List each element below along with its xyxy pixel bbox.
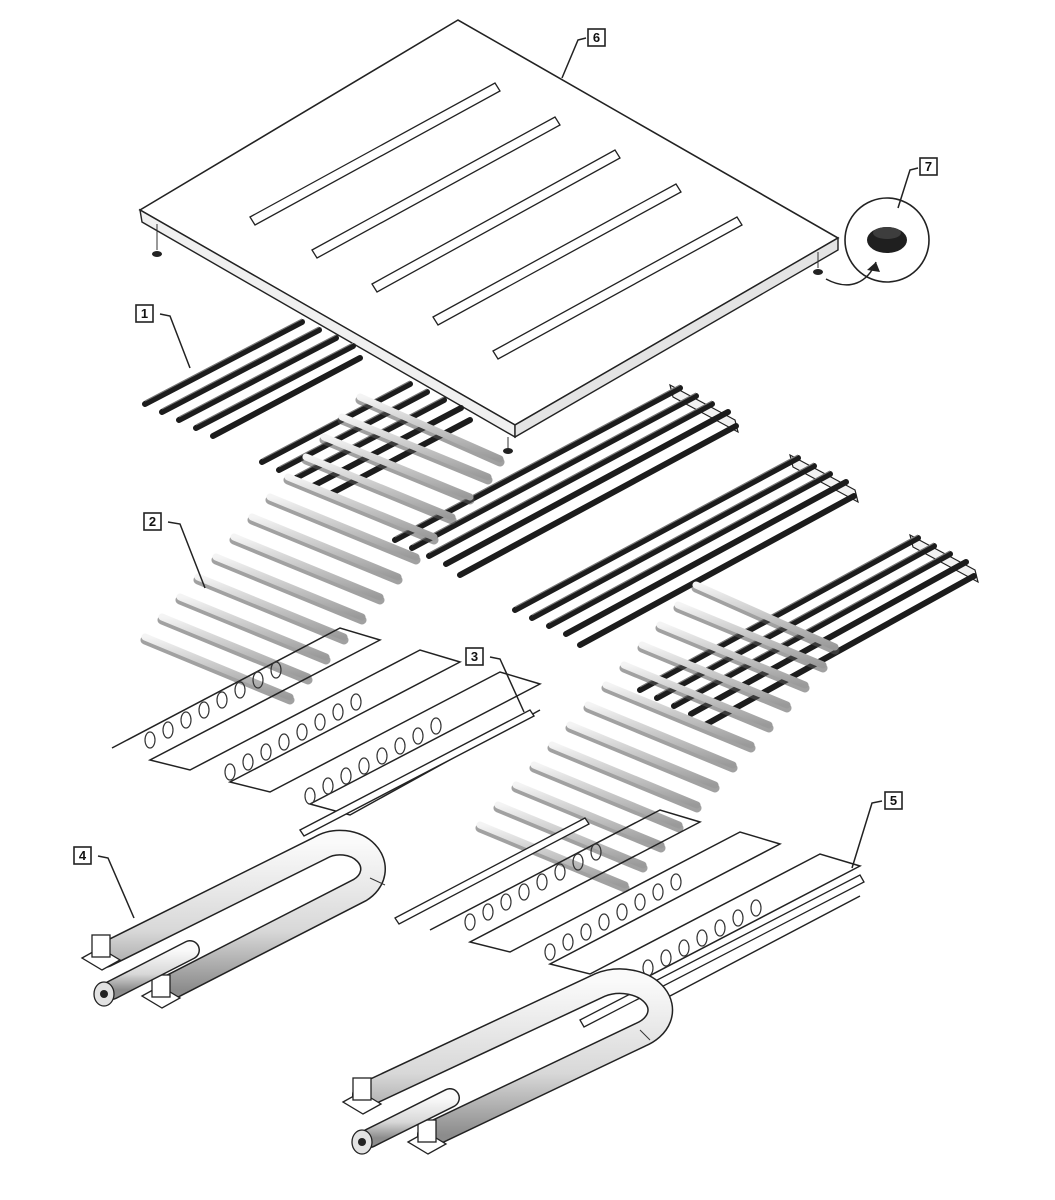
leader-6 bbox=[561, 37, 587, 79]
svg-text:2: 2 bbox=[149, 514, 156, 529]
leader-7 bbox=[897, 167, 919, 209]
svg-text:6: 6 bbox=[593, 30, 600, 45]
callout-1: 1 bbox=[135, 304, 154, 323]
flavor-rods-right bbox=[475, 581, 840, 893]
side-rail bbox=[298, 709, 536, 837]
svg-text:5: 5 bbox=[890, 793, 897, 808]
burner-left bbox=[80, 829, 386, 1009]
cover-feet bbox=[152, 224, 823, 454]
burner-right bbox=[341, 968, 674, 1155]
callout-4: 4 bbox=[73, 846, 92, 865]
cover-slots bbox=[249, 82, 743, 360]
callout-leaders bbox=[97, 37, 919, 919]
leader-2 bbox=[167, 521, 206, 589]
leader-4 bbox=[97, 855, 135, 919]
callout-5: 5 bbox=[884, 791, 903, 810]
svg-text:4: 4 bbox=[79, 848, 87, 863]
burner-right-mounts bbox=[341, 1077, 448, 1155]
leader-3 bbox=[489, 656, 525, 713]
cooking-grate bbox=[512, 453, 859, 648]
rubber-foot-detail bbox=[825, 197, 930, 286]
leader-1 bbox=[159, 313, 191, 369]
leader-5 bbox=[851, 800, 883, 869]
cover-plate bbox=[138, 19, 840, 454]
callout-7: 7 bbox=[919, 157, 938, 176]
burner-left-valve bbox=[93, 940, 200, 1007]
callout-6: 6 bbox=[587, 28, 606, 47]
cooking-grate bbox=[142, 318, 363, 439]
burner-right-valve bbox=[351, 1088, 460, 1155]
flavor-rods-left bbox=[140, 393, 505, 705]
svg-text:7: 7 bbox=[925, 159, 932, 174]
svg-text:3: 3 bbox=[471, 649, 478, 664]
callout-3: 3 bbox=[465, 647, 484, 666]
svg-text:1: 1 bbox=[141, 306, 148, 321]
heat-tent-left bbox=[111, 627, 542, 816]
callout-2: 2 bbox=[143, 512, 162, 531]
burner-left-mounts bbox=[80, 934, 182, 1009]
